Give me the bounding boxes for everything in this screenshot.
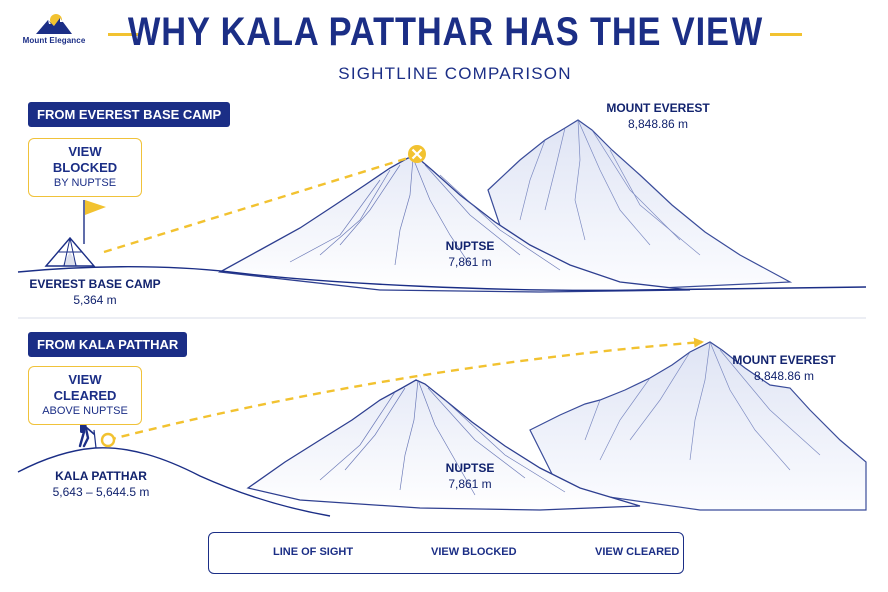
everest-ridge-lines-bottom	[584, 341, 821, 471]
kala-patthar-name: KALA PATTHAR	[55, 469, 147, 483]
status-box-cleared: VIEW CLEARED ABOVE NUPTSE	[28, 366, 142, 425]
title-accent-right	[770, 33, 802, 36]
base-camp-elevation: 5,364 m	[73, 293, 117, 307]
panel-heading-kala-patthar: FROM KALA PATTHAR	[28, 332, 188, 357]
legend-view-blocked: VIEW BLOCKED	[431, 546, 517, 558]
kala-patthar-viewpoint-marker	[100, 432, 116, 448]
view-blocked-icon	[408, 145, 426, 163]
base-camp-tent-icon	[44, 200, 106, 267]
nuptse-elevation-top: 7,861 m	[448, 255, 492, 269]
everest-name-bottom: MOUNT EVEREST	[732, 353, 836, 367]
base-camp-name: EVEREST BASE CAMP	[29, 277, 161, 291]
status-box-blocked: VIEW BLOCKED BY NUPTSE	[28, 138, 142, 197]
everest-elevation-top: 8,848.86 m	[627, 117, 689, 131]
page-title: WHY KALA PATTHAR HAS THE VIEW	[127, 10, 764, 54]
nuptse-name-top: NUPTSE	[445, 239, 495, 253]
legend-line-of-sight: LINE OF SIGHT	[273, 546, 354, 558]
logo-text: Mount Elegance	[22, 36, 86, 45]
ground-line-top	[17, 266, 867, 292]
kala-patthar-hill	[17, 447, 331, 517]
blocked-sightline	[103, 156, 409, 254]
status-sub-cleared: ABOVE NUPTSE	[42, 405, 128, 417]
status-title-blocked: VIEW BLOCKED	[52, 144, 118, 175]
nuptse-ridge-lines-top	[289, 157, 561, 271]
panel-heading-base-camp: FROM EVEREST BASE CAMP	[28, 102, 231, 127]
cleared-sightline	[107, 337, 704, 442]
label-everest-top: MOUNT EVEREST 8,848.86 m	[588, 100, 728, 132]
nuptse-name-bottom: NUPTSE	[445, 461, 495, 475]
page-subtitle: SIGHTLINE COMPARISON	[338, 64, 572, 83]
label-everest-bottom: MOUNT EVEREST 8,848.86 m	[716, 352, 852, 384]
label-nuptse-bottom: NUPTSE 7,861 m	[420, 460, 520, 492]
legend: LINE OF SIGHT VIEW BLOCKED VIEW CLEARED	[208, 532, 684, 574]
everest-mountain-bottom	[529, 341, 867, 511]
nuptse-ridge-lines-bottom	[319, 379, 566, 496]
legend-view-cleared: VIEW CLEARED	[595, 546, 680, 558]
status-title-cleared: VIEW CLEARED	[53, 372, 117, 403]
everest-mountain-top	[487, 119, 793, 289]
everest-name-top: MOUNT EVEREST	[606, 101, 710, 115]
label-nuptse-top: NUPTSE 7,861 m	[420, 238, 520, 270]
kala-patthar-elevation: 5,643 – 5,644.5 m	[52, 485, 150, 499]
mountain-logo-icon	[36, 14, 72, 34]
title-accent-left	[108, 33, 140, 36]
label-kala-patthar: KALA PATTHAR 5,643 – 5,644.5 m	[26, 468, 176, 500]
label-base-camp: EVEREST BASE CAMP 5,364 m	[20, 276, 170, 308]
everest-elevation-bottom: 8,848.86 m	[753, 369, 815, 383]
brand-logo: Mount Elegance	[14, 12, 94, 48]
status-sub-blocked: BY NUPTSE	[53, 177, 117, 189]
everest-ridge-lines-top	[519, 119, 701, 256]
nuptse-elevation-bottom: 7,861 m	[448, 477, 492, 491]
